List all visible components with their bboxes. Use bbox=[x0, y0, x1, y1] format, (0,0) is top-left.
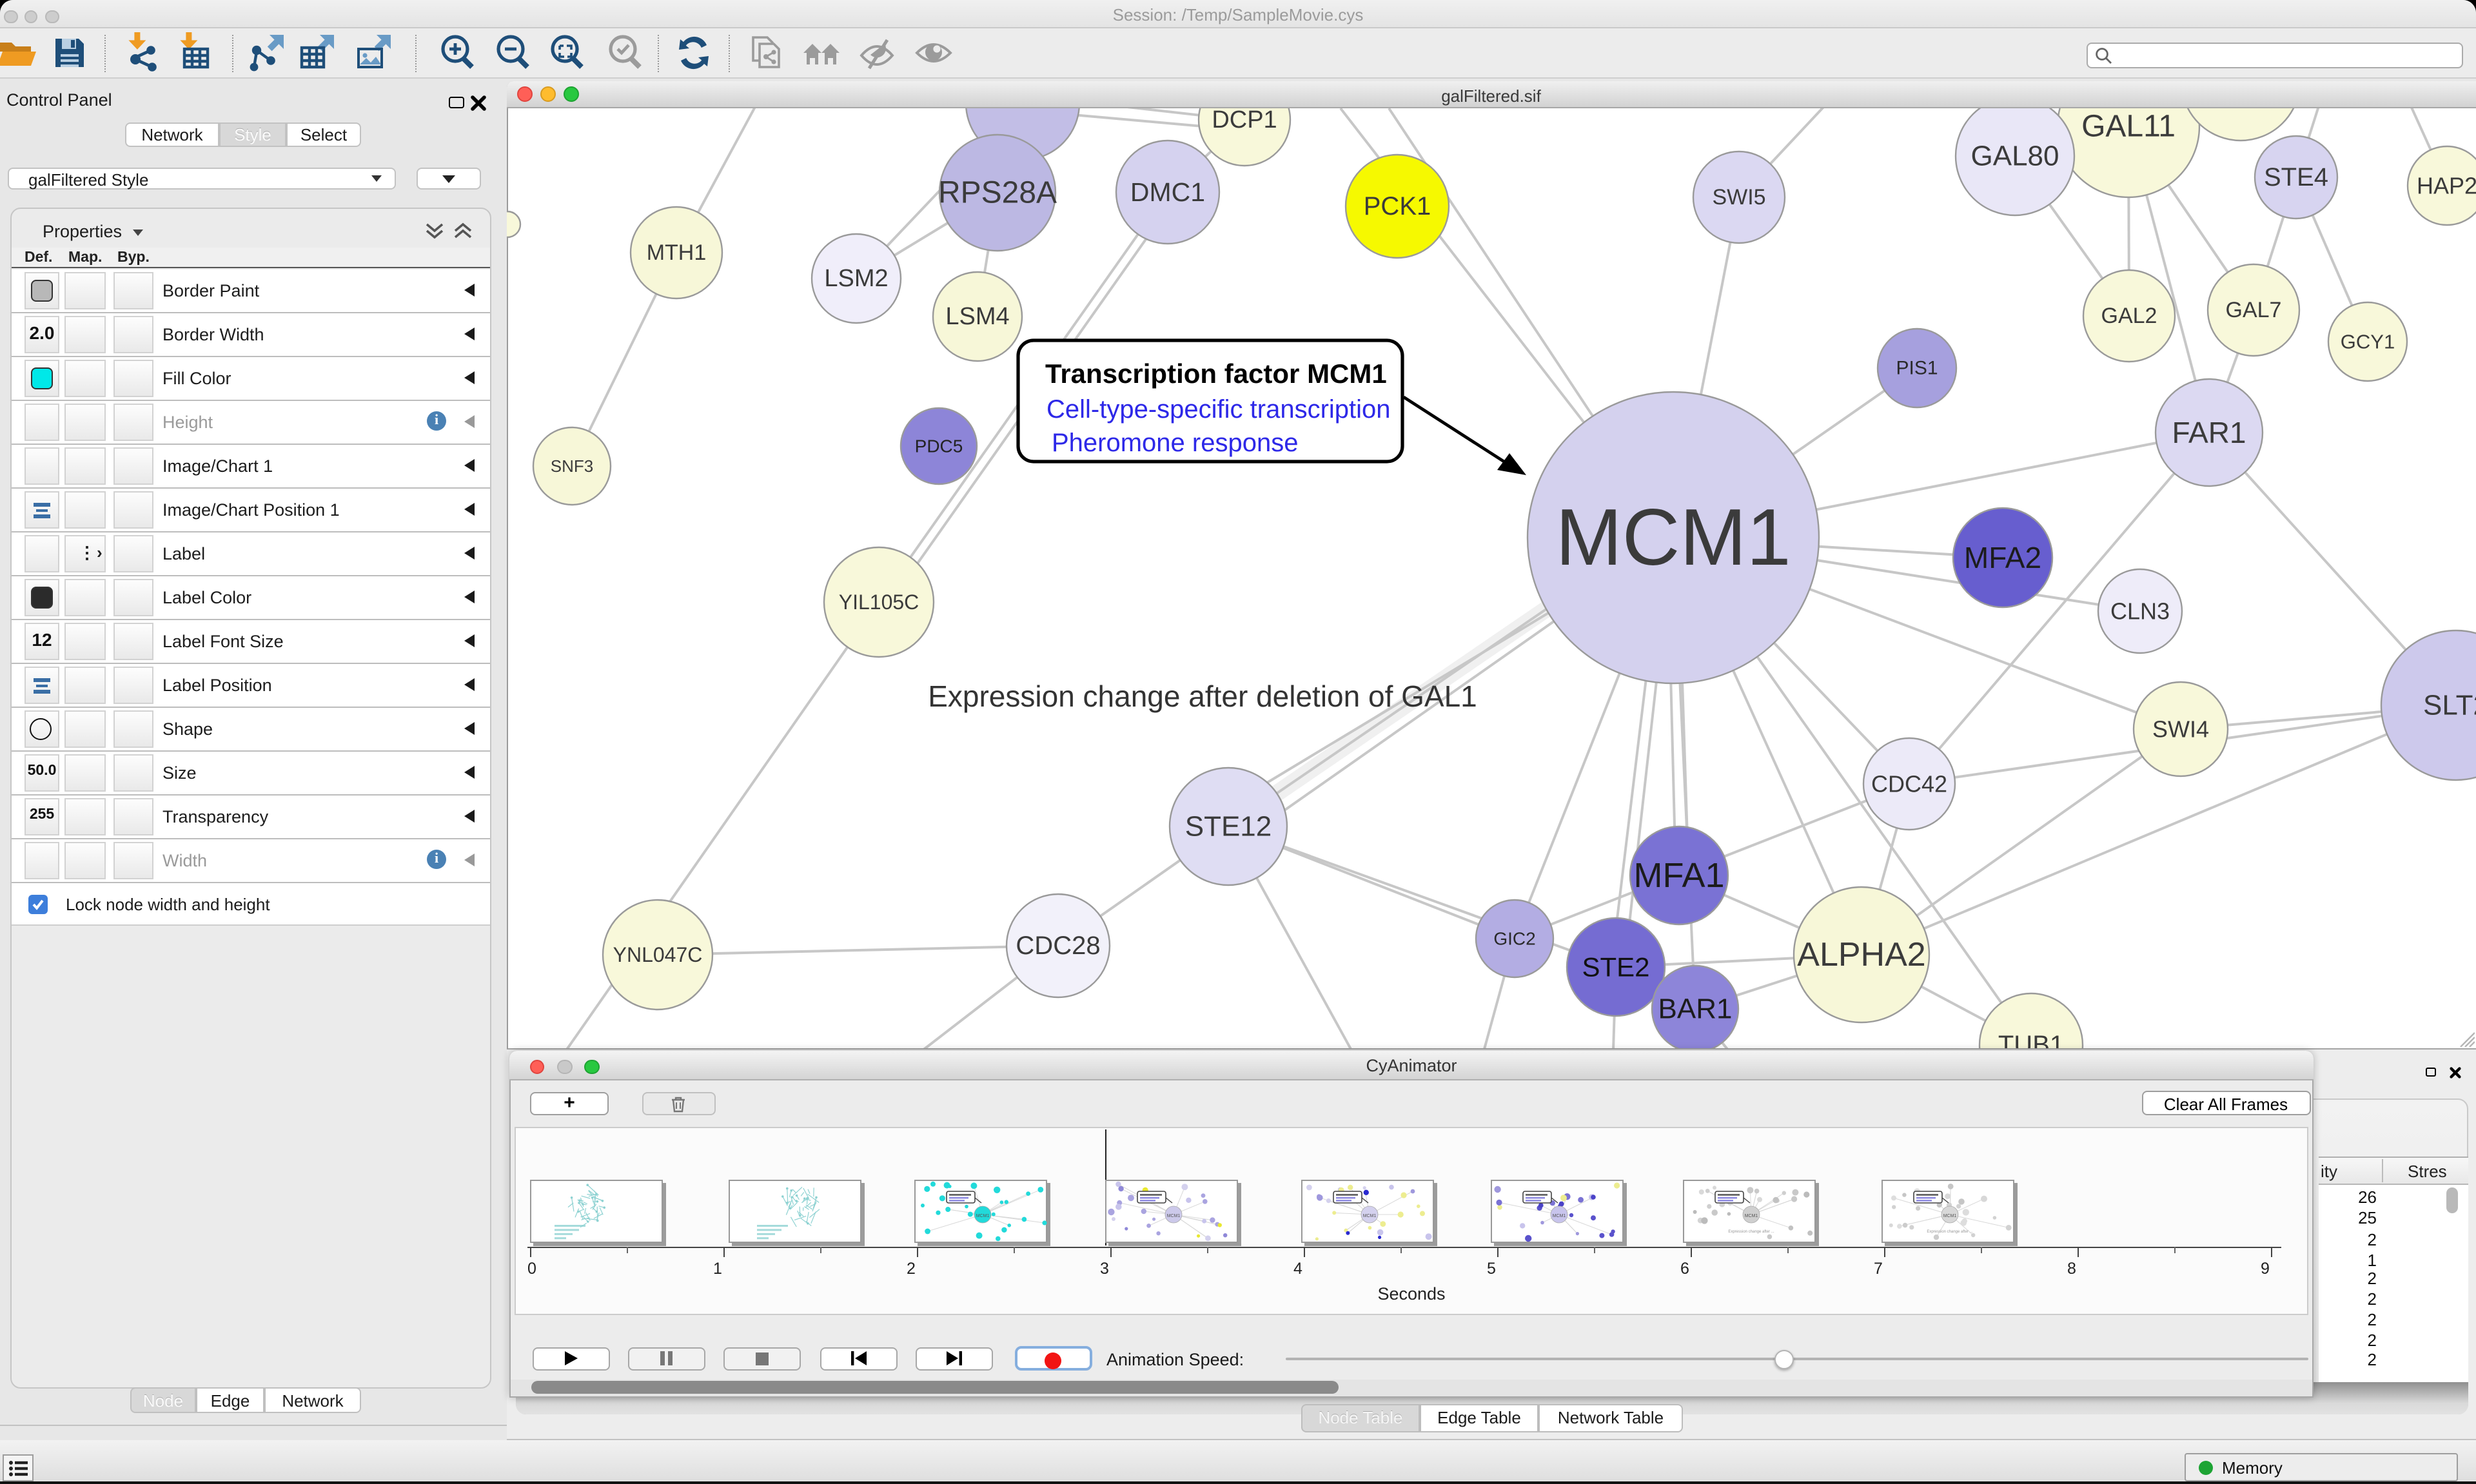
svg-text:ALPHA2: ALPHA2 bbox=[1796, 936, 1925, 973]
svg-text:STE2: STE2 bbox=[1581, 952, 1649, 982]
svg-text:MCM1: MCM1 bbox=[1166, 1214, 1180, 1218]
svg-text:MTH1: MTH1 bbox=[646, 240, 706, 265]
svg-text:MCM1: MCM1 bbox=[1363, 1214, 1377, 1218]
svg-text:GAL7: GAL7 bbox=[2225, 298, 2281, 322]
svg-text:STE4: STE4 bbox=[2263, 163, 2328, 191]
svg-text:LSM2: LSM2 bbox=[823, 265, 887, 292]
svg-text:SWI4: SWI4 bbox=[2152, 716, 2208, 743]
svg-text:MCM1: MCM1 bbox=[1555, 493, 1790, 582]
svg-text:Cell-type-specific transcripti: Cell-type-specific transcription bbox=[1046, 395, 1390, 424]
svg-text:GCY1: GCY1 bbox=[2340, 331, 2394, 353]
svg-text:DCP1: DCP1 bbox=[1211, 108, 1276, 133]
svg-text:STE12: STE12 bbox=[1184, 811, 1272, 843]
svg-text:PDC5: PDC5 bbox=[914, 436, 963, 456]
svg-text:PIS1: PIS1 bbox=[1895, 358, 1937, 379]
svg-text:DMC1: DMC1 bbox=[1130, 177, 1204, 207]
svg-text:GIC2: GIC2 bbox=[1493, 929, 1535, 949]
svg-text:CLN3: CLN3 bbox=[2110, 598, 2169, 625]
svg-text:GAL11: GAL11 bbox=[2081, 110, 2175, 144]
svg-text:LSM4: LSM4 bbox=[945, 303, 1008, 330]
svg-text:PCK1: PCK1 bbox=[1363, 192, 1431, 220]
svg-text:GAL2: GAL2 bbox=[2101, 304, 2157, 328]
svg-text:CDC42: CDC42 bbox=[1871, 771, 1947, 797]
svg-text:MCM1: MCM1 bbox=[1745, 1214, 1758, 1218]
svg-text:TUB1: TUB1 bbox=[1998, 1031, 2063, 1048]
svg-text:Expression change after deleti: Expression change after deletion of GAL1 bbox=[927, 679, 1477, 713]
svg-text:MFA2: MFA2 bbox=[1963, 541, 2041, 574]
svg-text:Pheromone response: Pheromone response bbox=[1051, 429, 1297, 457]
svg-text:CDC28: CDC28 bbox=[1015, 932, 1099, 960]
svg-text:YNL047C: YNL047C bbox=[613, 943, 702, 966]
svg-text:MCM1: MCM1 bbox=[1553, 1214, 1566, 1218]
svg-text:MCM1: MCM1 bbox=[976, 1214, 990, 1218]
svg-text:RPS28A: RPS28A bbox=[938, 176, 1056, 210]
svg-text:MCM1: MCM1 bbox=[1943, 1214, 1956, 1218]
svg-text:SLT2: SLT2 bbox=[2422, 690, 2476, 721]
svg-text:Expression change after ...: Expression change after ... bbox=[1926, 1230, 1972, 1234]
svg-text:MFA1: MFA1 bbox=[1633, 856, 1724, 895]
svg-text:Transcription factor MCM1: Transcription factor MCM1 bbox=[1045, 358, 1386, 389]
svg-text:FAR1: FAR1 bbox=[2171, 416, 2245, 449]
svg-text:SNF3: SNF3 bbox=[550, 456, 593, 476]
svg-text:SWI5: SWI5 bbox=[1711, 185, 1765, 210]
svg-text:GAL80: GAL80 bbox=[1970, 141, 2059, 172]
svg-text:HAP2: HAP2 bbox=[2416, 173, 2476, 199]
svg-text:Expression change after ...: Expression change after ... bbox=[1728, 1230, 1774, 1234]
svg-text:BAR1: BAR1 bbox=[1658, 993, 1732, 1025]
svg-text:YIL105C: YIL105C bbox=[838, 591, 919, 614]
